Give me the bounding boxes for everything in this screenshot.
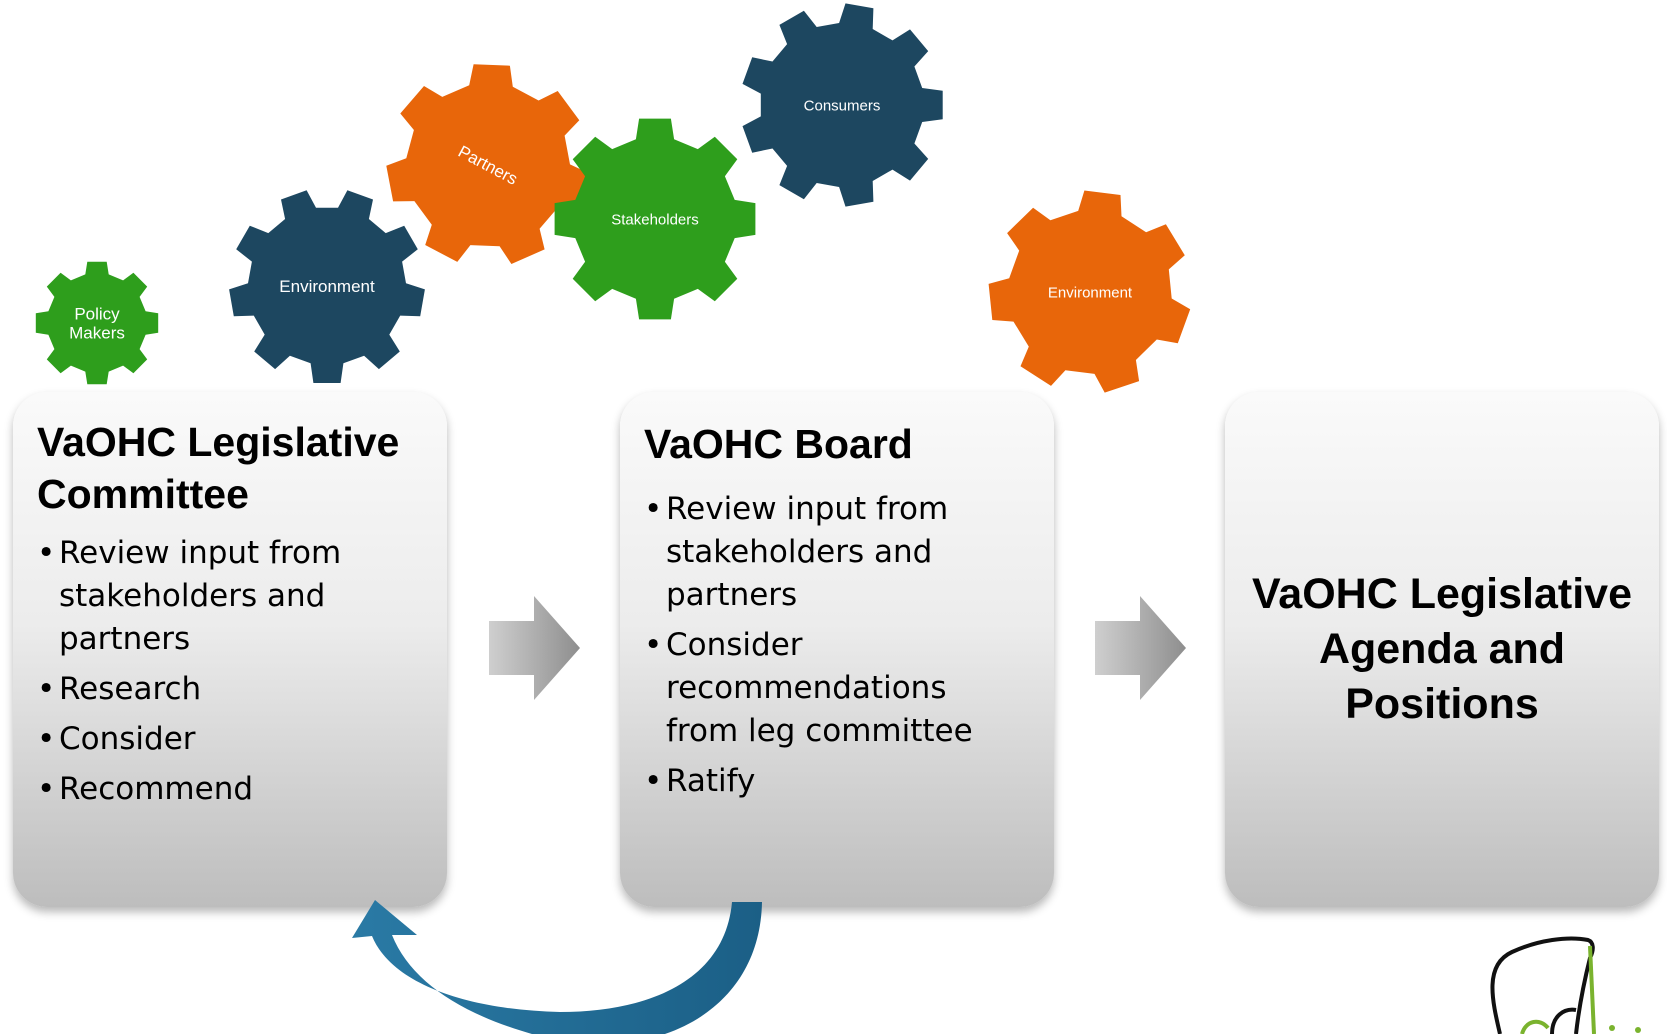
legislative-committee-box: VaOHC Legislative Committee Review input…: [13, 392, 447, 907]
gear-body: [554, 118, 756, 320]
result-title-line3: Positions: [1345, 680, 1539, 728]
board-bullet: Review input from stakeholders and partn…: [644, 488, 1028, 617]
board-bullet: Consider recommendations from leg commit…: [644, 624, 1028, 753]
board-box: VaOHC Board Review input from stakeholde…: [620, 392, 1054, 907]
gear-body: [988, 190, 1191, 393]
gear-5: Consumers: [742, 3, 943, 207]
flow-arrow-1: [489, 596, 580, 700]
agenda-positions-title: VaOHC Legislative Agenda and Positions: [1225, 567, 1659, 732]
gear-label-line: Consumers: [804, 97, 881, 114]
gear-body: [229, 190, 425, 383]
gear-6: Environment: [988, 190, 1191, 393]
committee-bullet: Review input from stakeholders and partn…: [37, 532, 421, 661]
result-title-line1: VaOHC Legislative: [1252, 570, 1632, 618]
result-title-line2: Agenda and: [1318, 625, 1566, 673]
board-bullet: Ratify: [644, 760, 1028, 803]
gear-label: Stakeholders: [611, 211, 699, 228]
gear-3: Partners: [386, 64, 590, 264]
gear-label-line: Environment: [1048, 284, 1133, 301]
flow-arrow-2: [1095, 596, 1186, 700]
gear-body: [386, 64, 590, 264]
feedback-arrow: [352, 900, 762, 1034]
gear-label-line: Policy: [74, 304, 120, 323]
committee-bullet: Consider: [37, 718, 421, 761]
committee-bullet: Research: [37, 668, 421, 711]
board-title: VaOHC Board: [644, 421, 913, 467]
committee-title: VaOHC Legislative Committee: [37, 416, 421, 520]
agenda-positions-box: VaOHC Legislative Agenda and Positions: [1225, 392, 1659, 907]
committee-title-line1: VaOHC Legislative: [37, 419, 400, 465]
gear-2: Environment: [229, 190, 425, 383]
gear-label-line: Environment: [279, 277, 375, 296]
gear-4: Stakeholders: [554, 118, 756, 320]
gear-label-line: Stakeholders: [611, 211, 699, 228]
board-bullet-list: Review input from stakeholders and partn…: [644, 488, 1028, 803]
gear-label-line: Makers: [69, 323, 125, 342]
logo-mark: [1490, 936, 1641, 1034]
gear-label: Environment: [1048, 284, 1133, 301]
gear-label: Consumers: [804, 97, 881, 114]
committee-bullet: Recommend: [37, 768, 421, 811]
gear-label-line: Partners: [455, 142, 521, 189]
committee-title-line2: Committee: [37, 471, 249, 517]
gear-label: Partners: [455, 142, 521, 189]
gear-label: Environment: [279, 277, 375, 296]
committee-bullet-list: Review input from stakeholders and partn…: [37, 532, 421, 811]
gear-body: [35, 261, 159, 385]
gear-body: [742, 3, 943, 207]
